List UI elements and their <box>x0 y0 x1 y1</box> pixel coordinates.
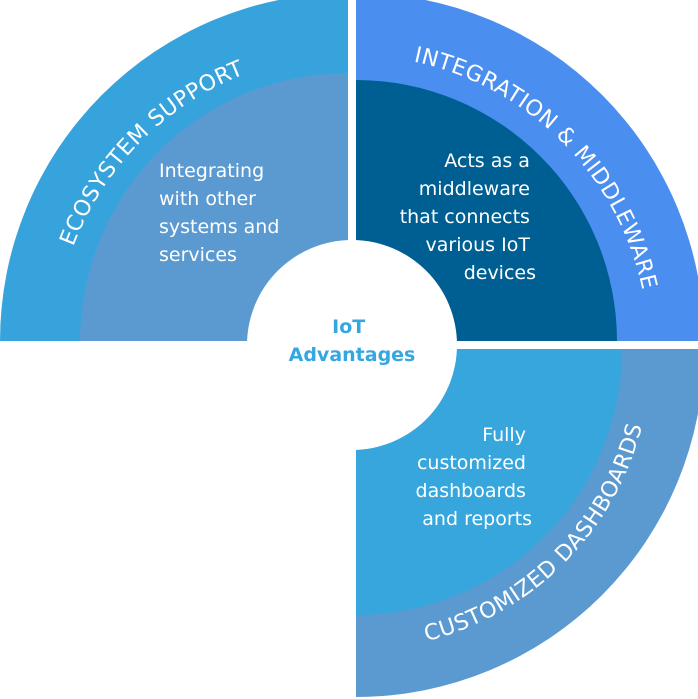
dashboards-desc-line: and reports <box>422 508 532 530</box>
ecosystem-description: Integrating with other systems and servi… <box>159 160 285 266</box>
integration-desc-line: Acts as a <box>444 150 530 172</box>
integration-desc-line: that connects <box>400 206 530 228</box>
dashboards-desc-line: customized <box>417 452 526 474</box>
ecosystem-desc-line: services <box>159 244 237 266</box>
dashboards-desc-line: dashboards <box>416 480 526 502</box>
dashboards-desc-line: Fully <box>482 424 526 446</box>
center-label-line1: IoT <box>332 316 365 338</box>
ecosystem-desc-line: systems and <box>159 216 279 238</box>
svg-text:IoT Advantages: IoT Advantages <box>289 316 416 366</box>
center-circle <box>247 240 457 450</box>
integration-desc-line: various IoT <box>426 234 531 256</box>
integration-desc-line: middleware <box>419 178 530 200</box>
ecosystem-desc-line: with other <box>159 188 256 210</box>
dashboards-description: Fully customized dashboards and reports <box>416 424 532 530</box>
integration-desc-line: devices <box>464 262 536 284</box>
center-label-line2: Advantages <box>289 344 416 366</box>
integration-description: Acts as a middleware that connects vario… <box>400 150 536 284</box>
ecosystem-desc-line: Integrating <box>159 160 264 182</box>
